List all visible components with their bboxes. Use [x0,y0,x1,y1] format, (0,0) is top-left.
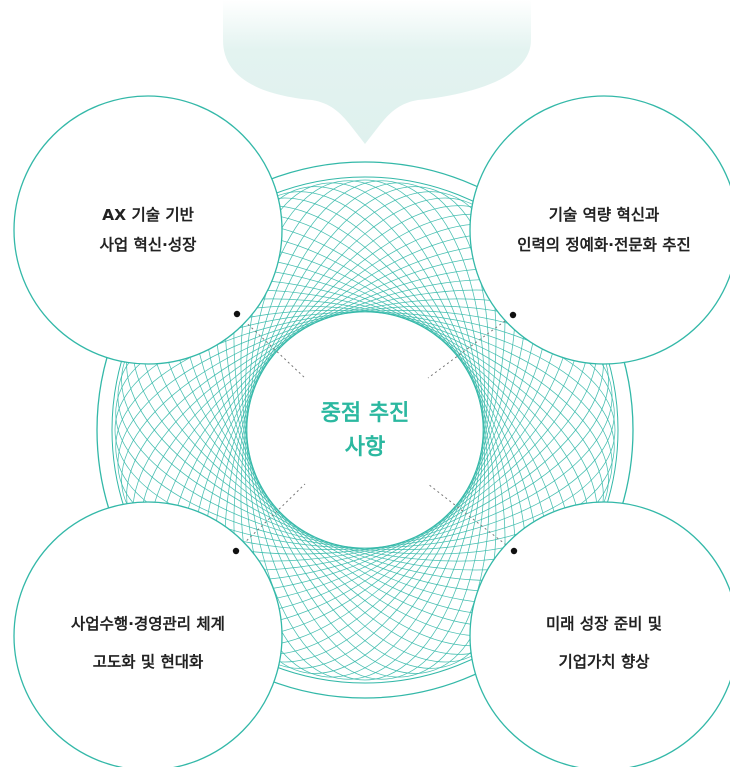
item-2-line1: 기술 역량 혁신과 [549,205,660,224]
item-3-line1: 사업수행·경영관리 체계 [71,614,225,633]
item-circle-bottom-right [469,501,730,767]
item-3-line2: 고도화 및 현대화 [93,652,204,671]
connector-dot [509,311,517,319]
item-1-line2: 사업 혁신·성장 [100,236,198,254]
item-4-line2: 기업가치 향상 [559,652,651,671]
connector-lines [235,313,515,552]
pattern-ellipse [115,310,615,550]
outer-ring [96,161,634,699]
item-1-line1: AX 기술 기반 [102,206,195,224]
connector-dot [232,547,240,555]
connector-dot [510,547,518,555]
item-circle-top-right [469,95,730,365]
item-2-line2: 인력의 정예화·전문화 추진 [517,235,691,254]
inner-ring [111,176,619,684]
down-arrow-icon [223,0,531,144]
item-4-line1: 미래 성장 준비 및 [546,614,662,633]
center-circle [288,353,442,507]
item-circle-top-left [13,95,283,365]
center-title-line2: 사항 [345,435,385,460]
item-circle-bottom-left [13,501,283,767]
connector-dot [233,310,241,318]
center-title-line1: 중점 추진 [321,401,410,426]
